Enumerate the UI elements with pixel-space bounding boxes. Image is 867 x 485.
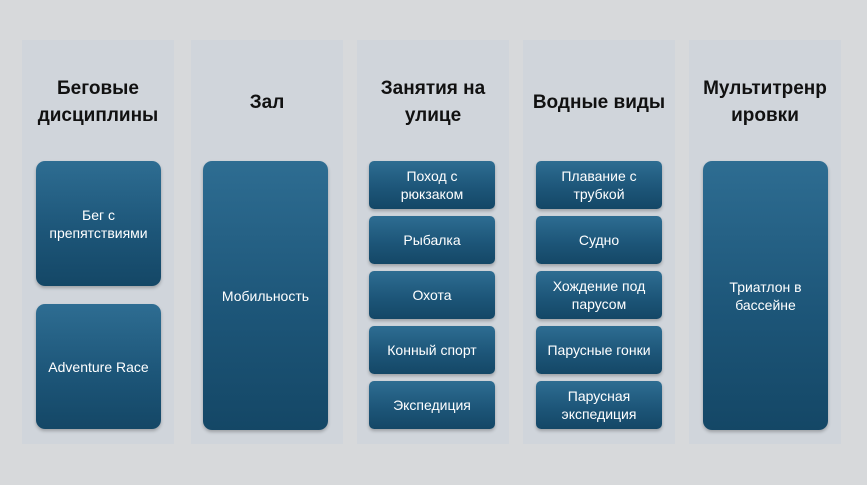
column-running: Беговые дисциплины Бег с препятствиями A… bbox=[22, 40, 174, 444]
item-box: Триатлон в бассейне bbox=[703, 161, 828, 430]
column-gym: Зал Мобильность bbox=[191, 40, 343, 444]
column-title: Занятия на улице bbox=[380, 78, 486, 126]
item-box: Бег с препятствиями bbox=[36, 161, 161, 286]
item-box: Парусные гонки bbox=[536, 326, 662, 374]
item-box: Adventure Race bbox=[36, 304, 161, 429]
column-water: Водные виды Плавание с трубкой Судно Хож… bbox=[523, 40, 675, 444]
column-outdoor: Занятия на улице Поход с рюкзаком Рыбалк… bbox=[357, 40, 509, 444]
item-box: Мобильность bbox=[203, 161, 328, 430]
item-box: Конный спорт bbox=[369, 326, 495, 374]
column-multisport: Мультитренр ировки Триатлон в бассейне bbox=[689, 40, 841, 444]
item-box: Парусная экспедиция bbox=[536, 381, 662, 429]
column-title: Беговые дисциплины bbox=[37, 78, 159, 126]
item-box: Плавание с трубкой bbox=[536, 161, 662, 209]
item-box: Экспедиция bbox=[369, 381, 495, 429]
item-box: Охота bbox=[369, 271, 495, 319]
item-box: Хождение под парусом bbox=[536, 271, 662, 319]
column-title: Зал bbox=[249, 91, 285, 113]
column-title: Мультитренр ировки bbox=[703, 78, 827, 126]
item-box: Поход с рюкзаком bbox=[369, 161, 495, 209]
column-title: Водные виды bbox=[532, 91, 666, 113]
item-box: Рыбалка bbox=[369, 216, 495, 264]
item-box: Судно bbox=[536, 216, 662, 264]
